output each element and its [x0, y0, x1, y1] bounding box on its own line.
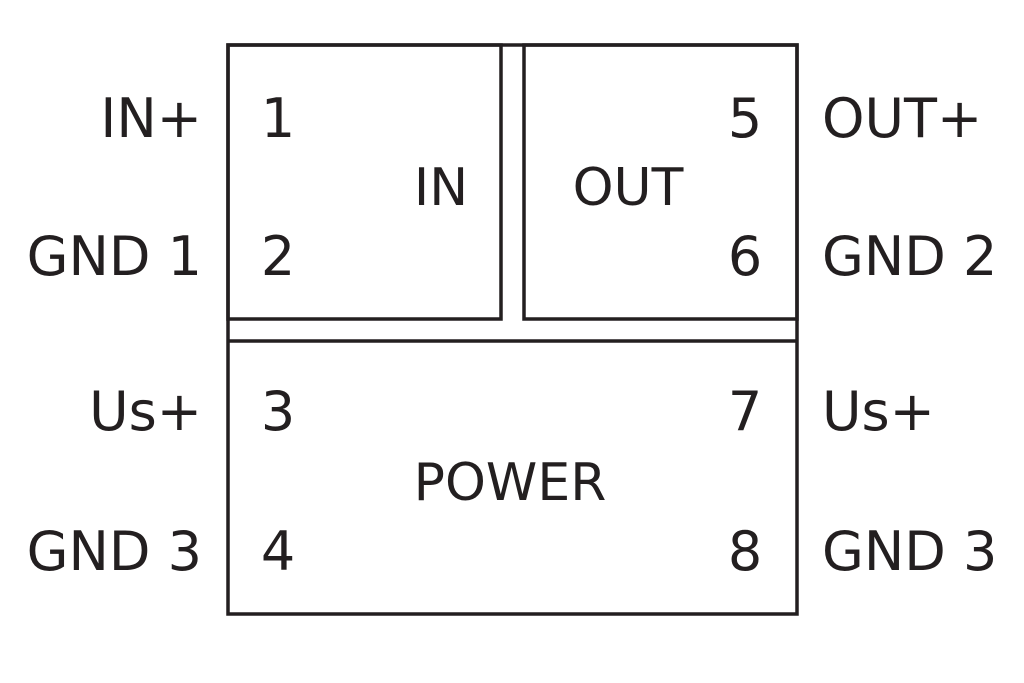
pin-7-label: Us+: [822, 380, 935, 443]
out-compartment: [522, 43, 799, 321]
pin-4-number: 4: [261, 520, 295, 583]
pin-8-label: GND 3: [822, 520, 997, 583]
in-block-label: IN: [414, 158, 468, 218]
pin-2-number: 2: [261, 225, 295, 288]
pin-2-label: GND 1: [27, 225, 202, 288]
pin-5-label: OUT+: [822, 87, 982, 150]
out-block-label: OUT: [573, 158, 684, 218]
pin-8-number: 8: [728, 520, 762, 583]
pin-6-number: 6: [728, 225, 762, 288]
pin-5-number: 5: [728, 87, 762, 150]
pin-1-label: IN+: [100, 87, 202, 150]
pin-3-label: Us+: [89, 380, 202, 443]
housing-outline: [226, 43, 799, 616]
in-compartment: [226, 43, 503, 321]
pin-6-label: GND 2: [822, 225, 997, 288]
pin-1-number: 1: [261, 87, 295, 150]
pin-3-number: 3: [261, 380, 295, 443]
power-block-label: POWER: [414, 453, 607, 513]
pin-4-label: GND 3: [27, 520, 202, 583]
pin-7-number: 7: [728, 380, 762, 443]
